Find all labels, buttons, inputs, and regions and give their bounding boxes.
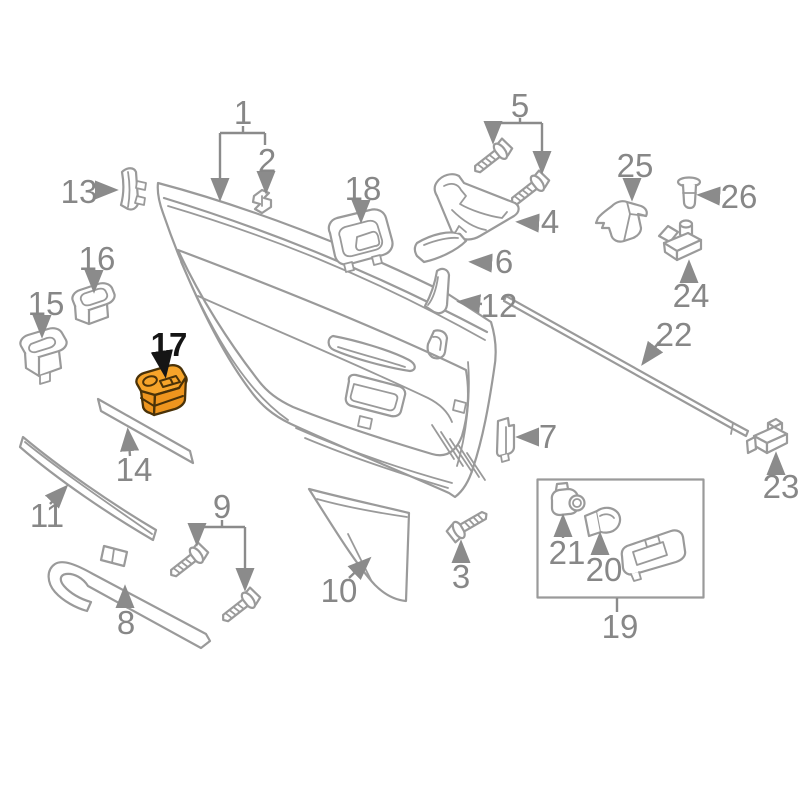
part-label-21: 21: [549, 534, 586, 571]
part-label-11: 11: [30, 497, 64, 534]
part-label-10: 10: [321, 572, 358, 609]
part-21-socket: [550, 481, 586, 517]
part-23-sensor: [745, 417, 789, 455]
part-label-9: 9: [213, 488, 231, 525]
part-4-speaker-bracket: [433, 173, 520, 241]
part-9-screws: [164, 540, 264, 629]
part-18-bezel: [327, 208, 394, 273]
part-3-screw: [443, 505, 493, 545]
part-2-clip: [251, 188, 273, 215]
part-label-18: 18: [345, 170, 382, 207]
part-25-clip: [594, 200, 648, 243]
leader-lines: [32, 118, 786, 609]
part-label-13: 13: [61, 173, 98, 210]
part-label-5: 5: [511, 87, 529, 124]
part-label-24: 24: [673, 277, 710, 314]
part-label-6: 6: [495, 243, 513, 280]
part-24-clip: [657, 219, 703, 262]
part-7-stop: [495, 416, 516, 463]
part-20-bulb: [583, 506, 622, 538]
part-label-25: 25: [617, 147, 654, 184]
part-label-20: 20: [586, 551, 623, 588]
part-label-7: 7: [539, 418, 557, 455]
part-label-15: 15: [28, 285, 65, 322]
part-17-switch-housing-highlighted: [135, 364, 188, 417]
part-22-rod: [502, 294, 750, 438]
part-label-3: 3: [452, 558, 470, 595]
part-16-bezel: [71, 282, 116, 326]
part-label-12: 12: [481, 287, 518, 324]
part-labels: 1 2 3 4 5 6 7 8 9 10 11 12 13 14 15 16 1…: [28, 87, 800, 645]
part-label-22: 22: [656, 316, 693, 353]
part-label-2: 2: [258, 142, 276, 179]
part-12-trim: [423, 267, 451, 315]
part-label-17-highlighted: 17: [151, 326, 188, 363]
part-15-housing: [19, 327, 68, 385]
part-label-4: 4: [541, 203, 559, 240]
part-label-16: 16: [79, 240, 116, 277]
part-label-23: 23: [763, 468, 800, 505]
part-label-14: 14: [116, 451, 153, 488]
part-26-pin: [676, 176, 702, 210]
part-14-strip: [96, 397, 195, 465]
part-label-1: 1: [234, 94, 252, 131]
part-label-26: 26: [721, 178, 758, 215]
door-panel: [156, 181, 497, 499]
part-6-trim-strip: [413, 225, 468, 264]
part-label-19: 19: [602, 608, 639, 645]
part-11-trim-blade: [18, 435, 158, 542]
part-label-8: 8: [117, 604, 135, 641]
lamp-lens: [620, 529, 687, 582]
arrow-17: [150, 349, 173, 379]
part-13-bracket: [119, 167, 147, 211]
